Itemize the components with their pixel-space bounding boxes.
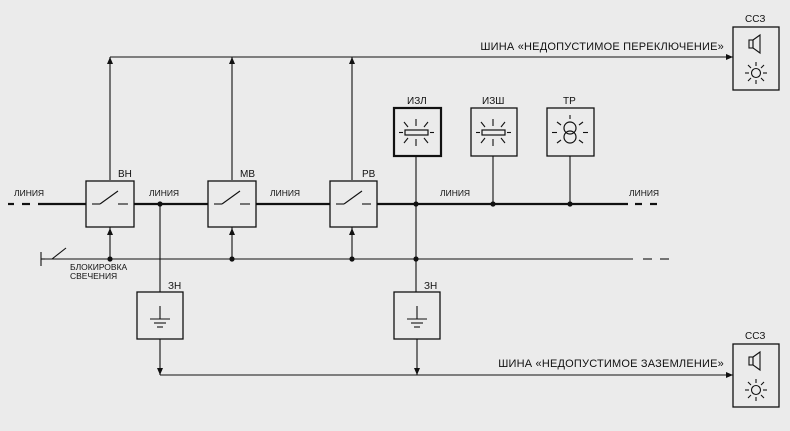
line-label: ЛИНИЯ [14, 188, 44, 198]
ssz-bottom[interactable] [732, 343, 780, 408]
emitter-izsh[interactable] [470, 107, 518, 204]
line-label: ЛИНИЯ [270, 188, 300, 198]
grounding-switch-1[interactable] [136, 291, 184, 340]
switch-icon [92, 190, 128, 205]
switch-icon [336, 190, 371, 205]
line-label: ЛИНИЯ [440, 188, 470, 198]
transformer-tr-label: ТР [563, 96, 576, 107]
grounding-switch-2[interactable] [393, 291, 441, 340]
bus-ground-label: ШИНА «НЕДОПУСТИМОЕ ЗАЗЕМЛЕНИЕ» [498, 358, 724, 370]
ground-icon [407, 306, 427, 328]
switch-mv[interactable] [207, 180, 257, 228]
line-label: ЛИНИЯ [149, 188, 179, 198]
switch-rv-label: РВ [362, 169, 376, 180]
ssz-top-label: ССЗ [745, 14, 765, 25]
lamp-icon [745, 379, 767, 401]
block-label-line2: СВЕЧЕНИЯ [70, 271, 117, 281]
bus-ground-wire [157, 339, 733, 378]
emitter-izl[interactable] [392, 106, 443, 158]
grounding-switch-1-label: ЗН [168, 281, 181, 292]
speaker-icon [748, 33, 761, 55]
line-label: ЛИНИЯ [629, 188, 659, 198]
switch-vn[interactable] [85, 180, 135, 228]
junction [413, 256, 419, 262]
bus-switch-wire [107, 54, 733, 180]
ground-icon [150, 306, 170, 328]
block-line [45, 227, 669, 262]
grounding-switch-2-label: ЗН [424, 281, 437, 292]
speaker-icon [748, 350, 761, 372]
emitter-izl-label: ИЗЛ [407, 96, 427, 107]
emitter-icon [399, 119, 434, 146]
switch-icon [214, 190, 250, 205]
lamp-icon [745, 62, 767, 84]
transformer-icon [552, 115, 588, 144]
switch-vn-label: ВН [118, 169, 132, 180]
ssz-top[interactable] [732, 26, 780, 91]
switch-mv-label: МВ [240, 169, 255, 180]
emitter-izsh-label: ИЗШ [482, 96, 504, 107]
block-label-line1: БЛОКИРОВКА [70, 262, 128, 272]
emitter-icon [476, 119, 511, 146]
switch-rv[interactable] [329, 180, 378, 228]
ssz-bottom-label: ССЗ [745, 331, 765, 342]
main-line [8, 201, 657, 207]
bus-switch-label: ШИНА «НЕДОПУСТИМОЕ ПЕРЕКЛЮЧЕНИЕ» [480, 41, 724, 53]
transformer-tr[interactable] [546, 107, 595, 204]
button-switch-icon[interactable] [40, 247, 67, 266]
